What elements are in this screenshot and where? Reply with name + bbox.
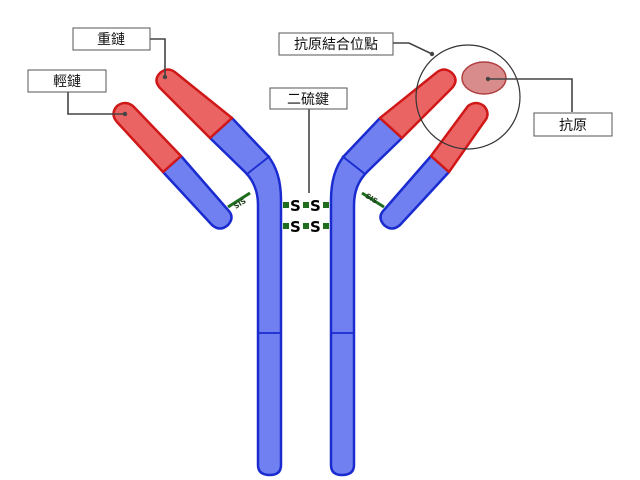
heavy-chain-label-text: 重鏈	[97, 32, 125, 48]
bond-stub-left-bottom	[283, 223, 289, 229]
right-heavy-hinge-divider	[341, 155, 366, 175]
antigen-label-text: 抗原	[559, 118, 587, 134]
disulfide-bond-label-text: 二硫鍵	[287, 92, 329, 108]
binding-site-leader	[393, 42, 433, 55]
bond-s-left-bottom: S	[290, 218, 301, 236]
disulfide-bond-label: 二硫鍵	[269, 87, 348, 110]
left-heavy-chain-constant	[208, 116, 283, 477]
antigen-binding-site-label-text: 抗原結合位點	[294, 37, 378, 53]
heavy-chain-leader	[150, 38, 166, 77]
antigen-leader-dot	[485, 76, 491, 82]
right-light-chain-variable	[429, 101, 489, 174]
light-chain-label-box	[27, 69, 107, 93]
antigen-leader	[488, 78, 573, 112]
antigen-binding-site-label: 抗原結合位點	[278, 32, 394, 56]
antigen-shape	[461, 61, 507, 95]
bond-stub-right-bottom	[323, 223, 329, 229]
heavy-chain-leader-dot	[162, 74, 168, 80]
left-heavy-chain-variable	[155, 68, 234, 140]
disulfide-bond-label-box	[269, 87, 348, 110]
light-chain-label-text: 輕鏈	[53, 74, 81, 90]
left-light-chain-constant	[161, 154, 233, 230]
light-chain-leader-dot	[122, 111, 128, 117]
bond-s-right-bottom: S	[310, 218, 321, 236]
bond-link-top	[303, 202, 309, 208]
right-light-chain-constant	[379, 154, 451, 230]
left-small-bond-label: SIS	[233, 197, 248, 211]
bond-stub-left-top	[283, 202, 289, 208]
disulfide-bond-bottom: S S	[283, 218, 329, 236]
left-small-bond-line	[227, 191, 251, 209]
right-small-bond-line	[361, 191, 385, 209]
right-heavy-chain-constant	[329, 116, 404, 477]
right-heavy-chain	[329, 68, 457, 477]
left-light-chain-variable	[112, 101, 183, 174]
antigen-binding-site-circle	[415, 44, 521, 150]
bond-stub-right-top	[323, 202, 329, 208]
left-light-chain	[112, 101, 233, 230]
bond-s-right-top: S	[310, 197, 321, 215]
heavy-chain-label: 重鏈	[72, 27, 151, 51]
right-light-heavy-bond: SIS	[361, 191, 385, 209]
bond-s-left-top: S	[290, 197, 301, 215]
right-heavy-chain-variable	[378, 68, 457, 140]
heavy-chain-label-box	[72, 27, 151, 51]
antigen-label-box	[533, 112, 613, 137]
left-light-heavy-bond: SIS	[227, 191, 251, 211]
antigen-label: 抗原	[533, 112, 613, 137]
disulfide-bond-top: S S	[283, 197, 329, 215]
antigen-binding-site-label-box	[278, 32, 394, 56]
right-light-chain	[379, 101, 489, 230]
binding-site-leader-dot	[429, 51, 435, 57]
left-heavy-chain	[155, 68, 283, 477]
light-chain-leader	[67, 92, 125, 115]
bond-link-bottom	[303, 223, 309, 229]
left-heavy-hinge-divider	[246, 155, 271, 175]
light-chain-label: 輕鏈	[27, 69, 107, 93]
